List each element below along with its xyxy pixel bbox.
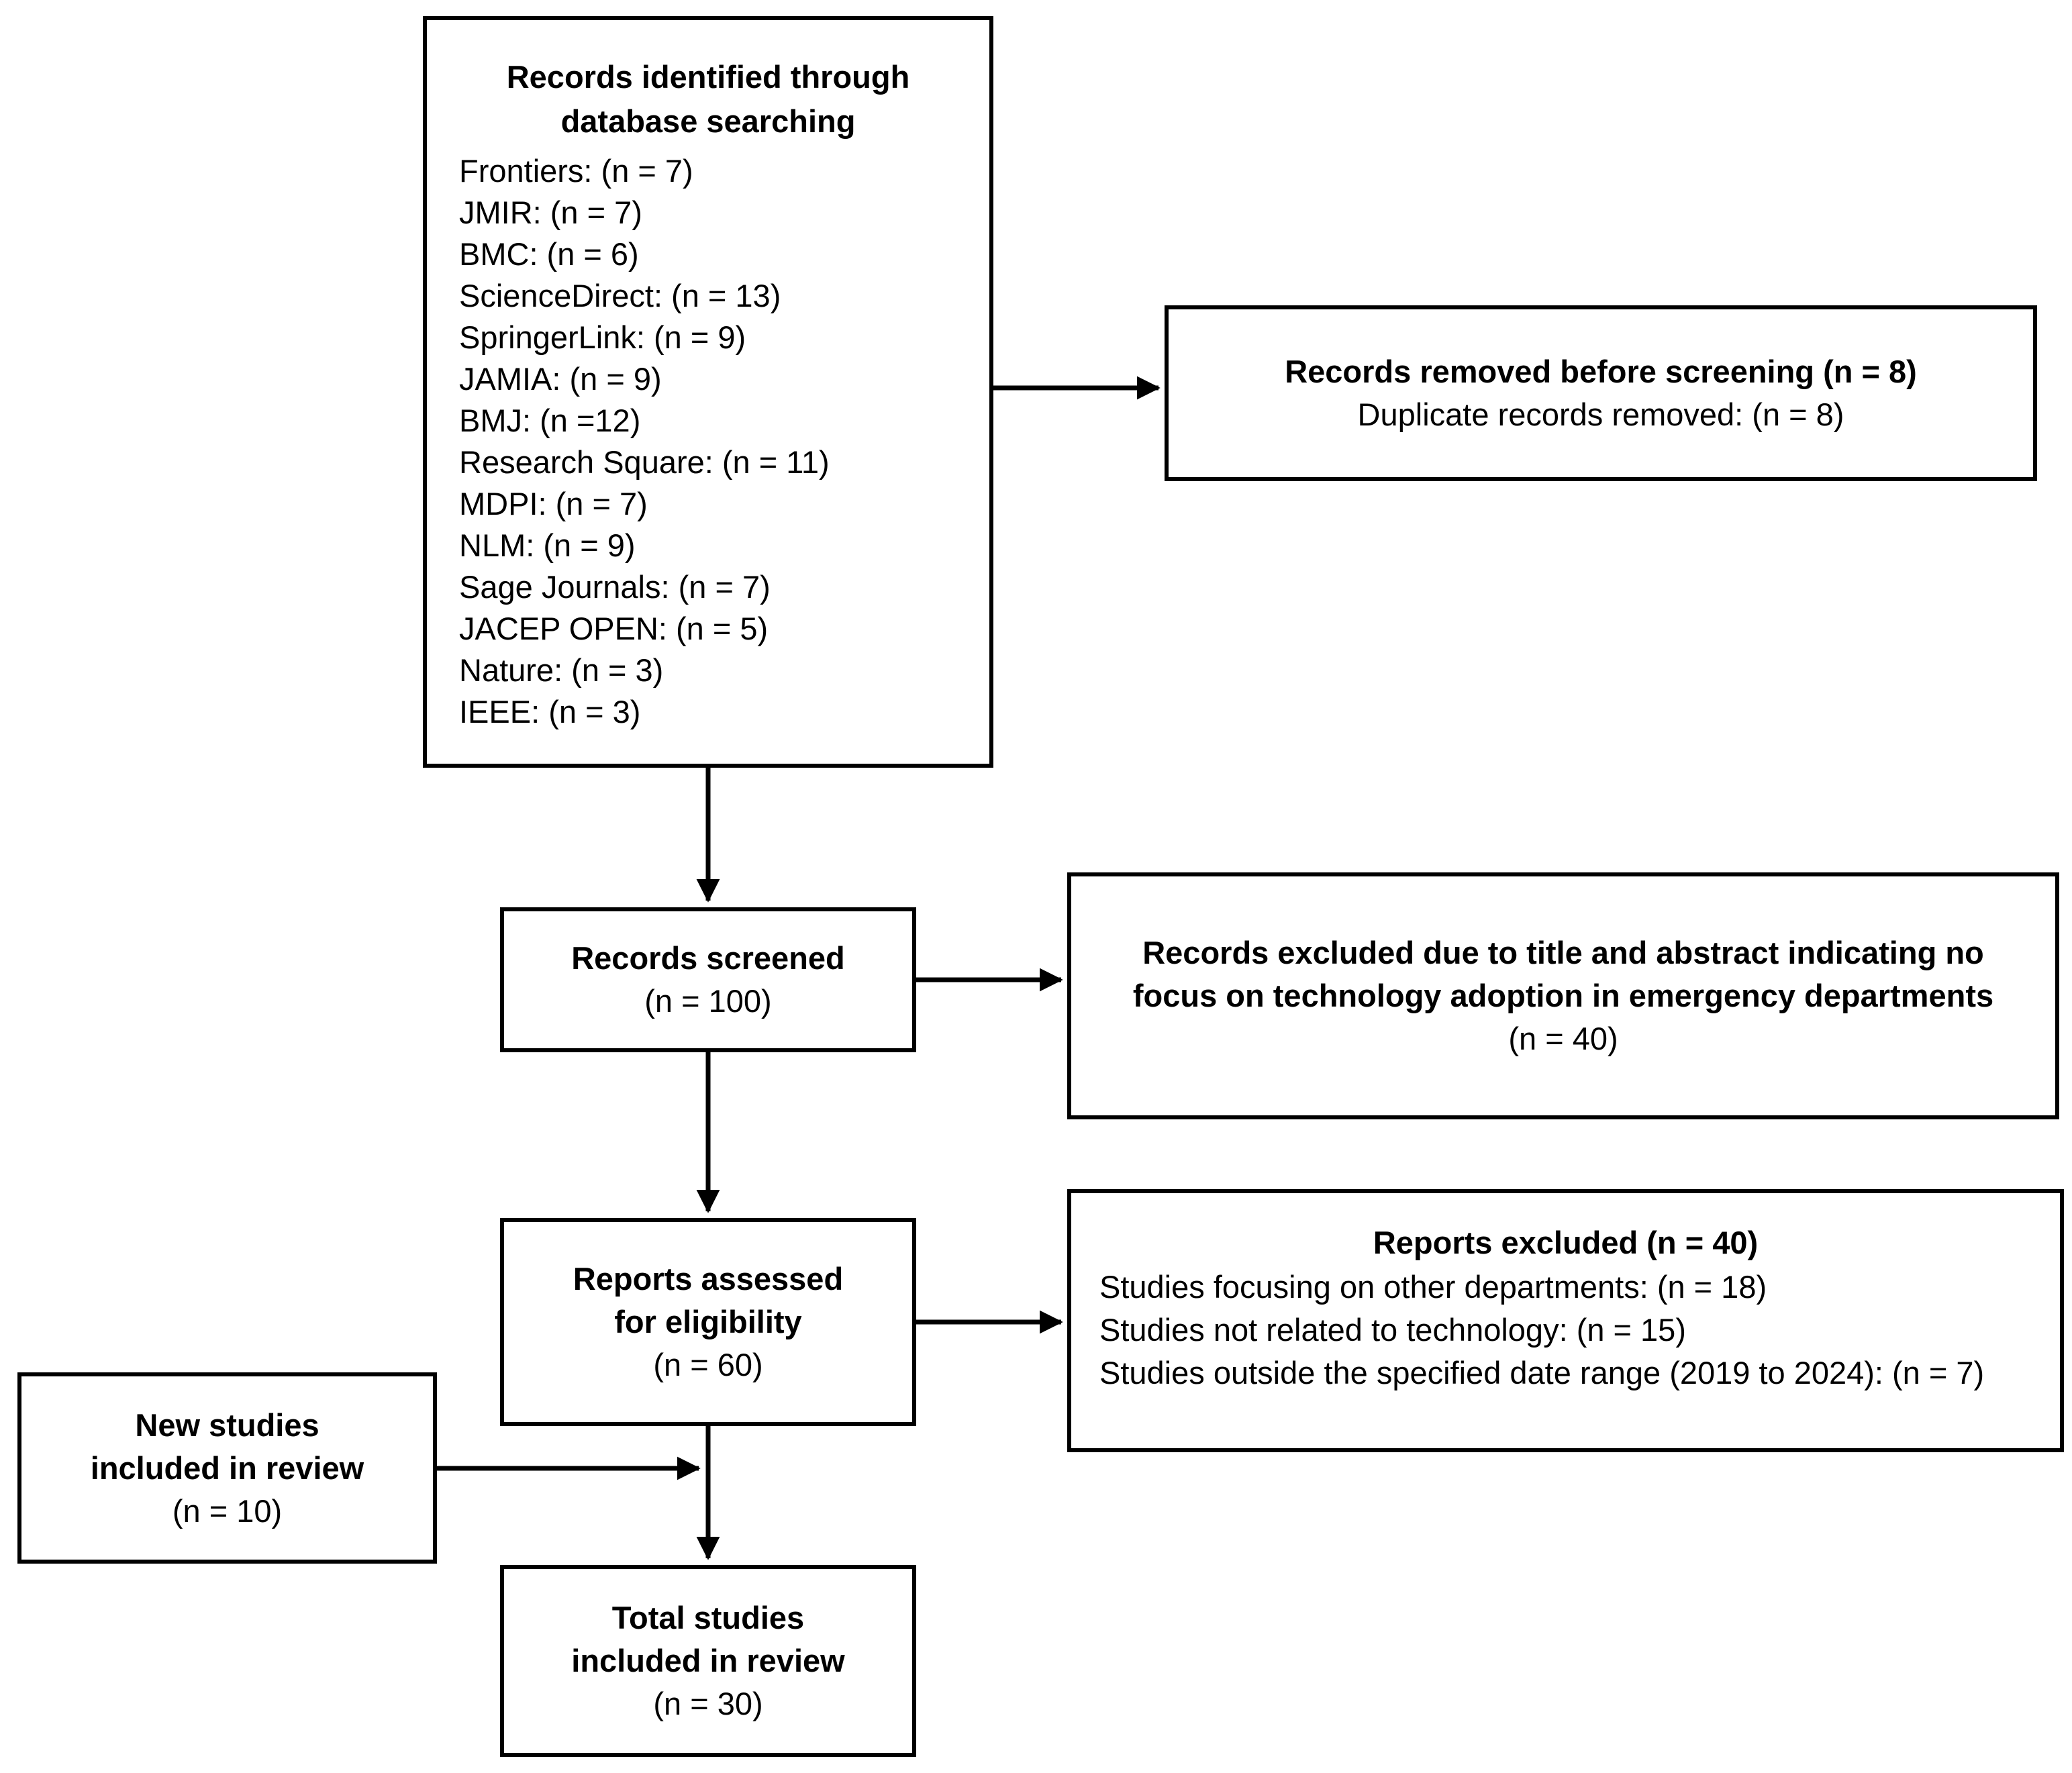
exclusion-reason: Studies focusing on other departments: (… bbox=[1099, 1269, 1767, 1305]
excluded-screening-count: (n = 40) bbox=[1508, 1021, 1618, 1056]
source-item: Sage Journals: (n = 7) bbox=[459, 569, 771, 605]
identification-source-list: Frontiers: (n = 7) JMIR: (n = 7) BMC: (n… bbox=[427, 150, 989, 733]
identification-title-line1: Records identified through bbox=[506, 59, 910, 95]
source-item: BMC: (n = 6) bbox=[459, 236, 639, 272]
source-item: Research Square: (n = 11) bbox=[459, 444, 830, 480]
source-item: BMJ: (n =12) bbox=[459, 403, 641, 438]
removed-detail: Duplicate records removed: (n = 8) bbox=[1357, 397, 1844, 432]
total-studies-box: Total studies included in review (n = 30… bbox=[500, 1565, 916, 1757]
reports-excluded-title: Reports excluded (n = 40) bbox=[1373, 1225, 1759, 1260]
source-item: JACEP OPEN: (n = 5) bbox=[459, 611, 769, 646]
removed-title: Records removed before screening (n = 8) bbox=[1285, 354, 1917, 389]
source-item: Nature: (n = 3) bbox=[459, 652, 664, 688]
source-item: SpringerLink: (n = 9) bbox=[459, 319, 746, 355]
new-studies-title-line1: New studies bbox=[135, 1407, 319, 1443]
exclusion-reason: Studies outside the specified date range… bbox=[1099, 1355, 1985, 1390]
total-title-line2: included in review bbox=[571, 1643, 845, 1678]
source-item: JMIR: (n = 7) bbox=[459, 195, 642, 230]
total-count: (n = 30) bbox=[653, 1686, 763, 1721]
reports-excluded-box: Reports excluded (n = 40) Studies focusi… bbox=[1067, 1189, 2064, 1452]
total-title-line1: Total studies bbox=[611, 1600, 805, 1635]
screened-title: Records screened bbox=[571, 940, 845, 976]
identification-title: Records identified through database sear… bbox=[427, 55, 989, 144]
reports-assessed-box: Reports assessed for eligibility (n = 60… bbox=[500, 1218, 916, 1426]
new-studies-count: (n = 10) bbox=[172, 1492, 283, 1529]
assessed-title-line1: Reports assessed bbox=[573, 1261, 844, 1297]
source-item: JAMIA: (n = 9) bbox=[459, 361, 662, 397]
excluded-screening-title: Records excluded due to title and abstra… bbox=[1132, 935, 1994, 1013]
records-excluded-box: Records excluded due to title and abstra… bbox=[1067, 872, 2059, 1119]
new-studies-title-line2: included in review bbox=[90, 1450, 364, 1486]
records-screened-box: Records screened (n = 100) bbox=[500, 907, 916, 1052]
new-studies-box: New studies included in review (n = 10) bbox=[17, 1372, 437, 1564]
source-item: ScienceDirect: (n = 13) bbox=[459, 278, 781, 313]
source-item: IEEE: (n = 3) bbox=[459, 694, 641, 729]
source-item: MDPI: (n = 7) bbox=[459, 486, 648, 521]
screened-count: (n = 100) bbox=[644, 983, 772, 1019]
removed-before-screening-box: Records removed before screening (n = 8)… bbox=[1165, 305, 2037, 481]
source-item: Frontiers: (n = 7) bbox=[459, 153, 693, 189]
source-item: NLM: (n = 9) bbox=[459, 527, 636, 563]
identification-box: Records identified through database sear… bbox=[423, 16, 993, 768]
assessed-title-line2: for eligibility bbox=[614, 1304, 802, 1339]
identification-title-line2: database searching bbox=[560, 103, 856, 139]
assessed-count: (n = 60) bbox=[653, 1347, 763, 1382]
exclusion-reason: Studies not related to technology: (n = … bbox=[1099, 1312, 1686, 1348]
